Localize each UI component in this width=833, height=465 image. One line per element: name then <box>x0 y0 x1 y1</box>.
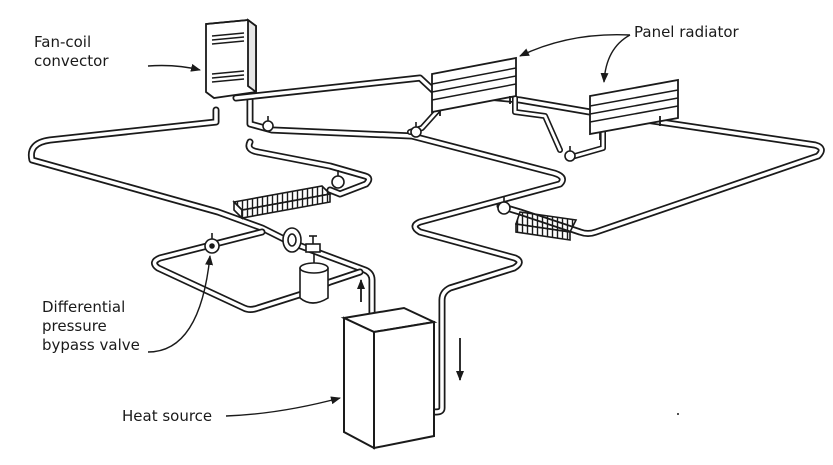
valve-baseboard-left <box>331 170 345 189</box>
baseboard-convector-right <box>514 211 578 241</box>
expansion-tank <box>299 254 329 304</box>
panel-radiator-right <box>589 78 679 140</box>
panel-radiator-label: Panel radiator <box>634 23 739 41</box>
pipe-bypass-loop <box>151 228 364 313</box>
baseboard-convector-left <box>232 185 332 220</box>
heat-source-boiler <box>340 306 438 450</box>
differential-pressure-bypass-valve <box>204 233 220 254</box>
fan-coil-convector-unit <box>205 18 257 99</box>
heat-source-label: Heat source <box>122 407 213 425</box>
panel-radiator-left <box>431 56 517 116</box>
leader-heat-source <box>225 396 341 417</box>
pipe-radiator-return <box>245 138 373 198</box>
circulator-pump <box>282 227 321 253</box>
valve-baseboard-right <box>497 196 511 215</box>
valves <box>204 116 576 254</box>
fan-coil-convector-label: Fan-coil convector <box>34 33 109 70</box>
leader-lines <box>147 33 631 417</box>
leader-fancoil <box>147 63 201 72</box>
differential-pressure-bypass-valve-label: Differential pressure bypass valve <box>42 298 140 354</box>
leader-bypass-valve <box>147 255 214 353</box>
valve-radiator-right <box>564 146 576 162</box>
flow-arrows <box>357 279 464 381</box>
valve-fancoil <box>262 116 274 132</box>
stray-mark <box>677 413 679 415</box>
leader-panel-right <box>600 34 631 83</box>
leader-panel-left <box>519 33 631 57</box>
valve-radiator-left <box>410 122 422 138</box>
